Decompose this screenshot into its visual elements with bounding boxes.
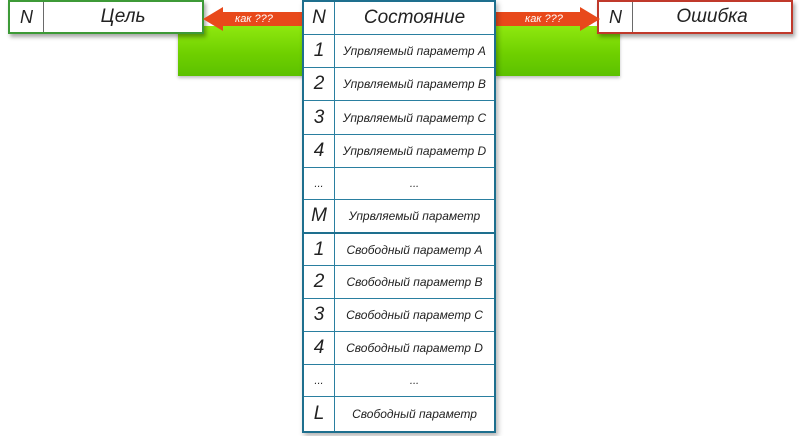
free-parameter-label: Свободный параметр C (346, 308, 483, 322)
row-number: 3 (304, 299, 335, 331)
free-parameter-label: Свободный параметр (352, 407, 477, 421)
arrow-right-label: как ??? (525, 13, 563, 25)
table-row: 2 Свободный параметр B (304, 266, 494, 299)
row-number: ... (304, 168, 335, 199)
row-number: 2 (304, 266, 335, 298)
arrow-left-label: как ??? (235, 13, 273, 25)
row-number: ... (304, 365, 335, 396)
arrow-right: как ??? (496, 7, 600, 31)
goal-title: Цель (100, 6, 146, 27)
controlled-parameter-label: Упрвляемый параметр (348, 209, 481, 223)
table-row: 1 Свободный параметр A (304, 234, 494, 266)
row-number: 4 (304, 332, 335, 364)
controlled-parameter-label: Упрвляемый параметр A (343, 44, 486, 58)
free-parameter-label: ... (409, 374, 420, 387)
error-n-label: N (599, 2, 633, 32)
table-row: M Упрвляемый параметр (304, 200, 494, 234)
arrow-left: как ??? (203, 7, 306, 31)
goal-box: N Цель (8, 0, 204, 34)
row-number: 1 (304, 35, 335, 67)
table-row: 4 Свободный параметр D (304, 332, 494, 365)
row-number: 3 (304, 101, 335, 134)
header-title: Состояние (363, 7, 466, 28)
free-parameter-label: Свободный параметр A (346, 242, 483, 257)
controlled-parameter-label: ... (409, 177, 420, 190)
goal-n-label: N (10, 2, 44, 32)
table-row: 4 Упрвляемый параметр D (304, 135, 494, 168)
table-row: 1 Упрвляемый параметр A (304, 35, 494, 68)
header-n-label: N (304, 2, 335, 34)
free-parameter-label: Свободный параметр D (346, 341, 483, 355)
green-band-left (178, 26, 304, 76)
state-table-header: N Состояние (304, 2, 494, 35)
row-number: 2 (304, 68, 335, 100)
error-box: N Ошибка (597, 0, 793, 34)
table-row: 2 Упрвляемый параметр B (304, 68, 494, 101)
green-band-right (496, 26, 620, 76)
row-number: 4 (304, 135, 335, 167)
error-title: Ошибка (676, 6, 748, 27)
arrow-left-icon (203, 7, 306, 31)
arrow-right-icon (496, 7, 600, 31)
table-row: 3 Свободный параметр C (304, 299, 494, 332)
row-number: M (304, 200, 335, 232)
table-row: L Свободный параметр (304, 397, 494, 431)
row-number: 1 (304, 234, 335, 265)
state-table: N Состояние 1 Упрвляемый параметр A 2 Уп… (302, 0, 496, 433)
table-row-ellipsis: ... ... (304, 168, 494, 200)
free-parameter-label: Свободный параметр B (346, 275, 483, 289)
controlled-parameter-label: Упрвляемый параметр D (342, 144, 487, 158)
table-row: 3 Упрвляемый параметр C (304, 101, 494, 135)
controlled-parameter-label: Упрвляемый параметр C (342, 110, 487, 125)
table-row-ellipsis: ... ... (304, 365, 494, 397)
row-number: L (304, 397, 335, 431)
controlled-parameter-label: Упрвляемый параметр B (343, 77, 486, 91)
